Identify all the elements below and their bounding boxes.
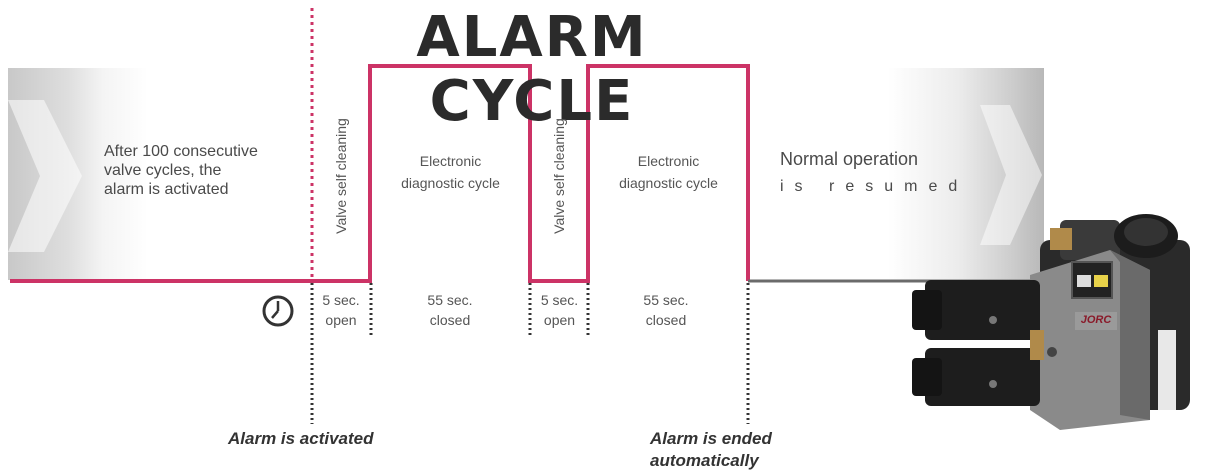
page-title: ALARM CYCLE xyxy=(416,5,648,134)
intro-text: After 100 consecutive valve cycles, the … xyxy=(104,142,304,199)
arrow-right-icon xyxy=(980,105,1042,245)
phase-label-self-clean-1: Valve self cleaning xyxy=(333,118,349,234)
timeline-band xyxy=(8,68,1044,280)
signal-waveform xyxy=(10,64,750,283)
arrow-right-icon xyxy=(8,100,82,252)
phase-label-line: diagnostic cycle xyxy=(619,175,718,191)
duration-self-clean-1: 5 sec. open xyxy=(312,290,370,330)
clock-icon xyxy=(262,295,294,327)
duration-line: 55 sec. xyxy=(427,292,473,308)
duration-line: closed xyxy=(645,312,687,328)
duration-diag-2: 55 sec. closed xyxy=(596,290,736,330)
normal-operation-label: Normal operation xyxy=(780,149,919,169)
phase-label-line: diagnostic cycle xyxy=(401,175,500,191)
duration-line: closed xyxy=(429,312,471,328)
device-brand-label: JORC xyxy=(1080,314,1112,326)
duration-line: 55 sec. xyxy=(643,292,689,308)
alarm-activated-label: Alarm is activated xyxy=(228,429,374,448)
phase-label-diag-2: Electronic diagnostic cycle xyxy=(596,150,741,194)
intro-line: alarm is activated xyxy=(104,181,229,198)
normal-resumed-label: is resumed xyxy=(780,178,969,195)
duration-line: 5 sec. xyxy=(540,292,579,308)
alarm-ended-label: Alarm is ended automatically xyxy=(650,428,772,472)
duration-line: 5 sec. xyxy=(322,292,360,308)
duration-diag-1: 55 sec. closed xyxy=(380,290,520,330)
phase-label-diag-1: Electronic diagnostic cycle xyxy=(378,150,523,194)
intro-line: After 100 consecutive xyxy=(104,143,258,160)
intro-line: valve cycles, the xyxy=(104,162,222,179)
alarm-ended-line: automatically xyxy=(650,451,759,470)
duration-line: open xyxy=(325,312,357,328)
alarm-ended-line: Alarm is ended xyxy=(650,429,772,448)
device-image xyxy=(912,214,1190,430)
duration-self-clean-2: 5 sec. open xyxy=(531,290,588,330)
phase-label-line: Electronic xyxy=(419,153,482,169)
phase-label-line: Electronic xyxy=(637,153,700,169)
duration-line: open xyxy=(543,312,576,328)
phase-label-self-clean-2: Valve self cleaning xyxy=(551,118,567,234)
